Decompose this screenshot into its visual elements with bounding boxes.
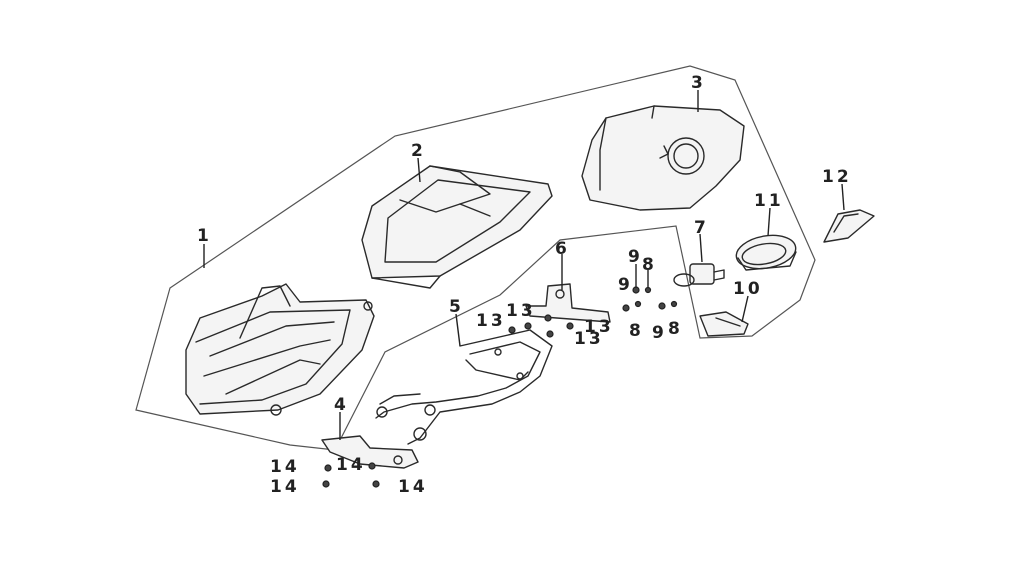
- callout-6: 6: [555, 239, 570, 259]
- callout-labels: 1 2 3 4 5 6 7 8 8 8 9 9 9 10 11 12 13 13…: [197, 73, 852, 497]
- callout-14d: 14: [398, 477, 428, 497]
- part-headlight-cover: [361, 165, 553, 289]
- part-side-reflector: [823, 209, 875, 243]
- callout-14b: 14: [336, 455, 366, 475]
- assembly-boundary: [135, 65, 816, 451]
- callout-14c: 14: [270, 477, 300, 497]
- callout-4: 4: [334, 395, 349, 415]
- part-bulb: [673, 263, 725, 287]
- part-rear-housing: [581, 105, 745, 211]
- callout-1: 1: [197, 226, 212, 246]
- part-small-bracket: [525, 283, 611, 323]
- callout-14a: 14: [270, 457, 300, 477]
- callout-8c: 8: [668, 319, 683, 339]
- callout-10: 10: [733, 279, 763, 299]
- leader-lines: [203, 90, 845, 440]
- callout-8a: 8: [642, 255, 657, 275]
- callout-9c: 9: [652, 323, 667, 343]
- hardware-fasteners: [322, 286, 678, 488]
- part-lower-bracket: [321, 435, 419, 469]
- callout-5: 5: [449, 297, 464, 317]
- part-bracket-frame: [375, 329, 553, 445]
- callout-3: 3: [691, 73, 706, 93]
- callout-9b: 9: [618, 275, 633, 295]
- callout-13a: 13: [476, 311, 506, 331]
- callout-13d: 13: [574, 329, 604, 349]
- callout-8b: 8: [629, 321, 644, 341]
- part-seal-ring: [735, 234, 797, 271]
- callout-9a: 9: [628, 247, 643, 267]
- callout-11: 11: [754, 191, 784, 211]
- part-headlight-lens: [185, 283, 375, 416]
- callout-13b: 13: [506, 301, 536, 321]
- callout-2: 2: [411, 141, 426, 161]
- callout-12: 12: [822, 167, 852, 187]
- callout-13c: 13: [584, 317, 614, 337]
- part-position-lamp: [699, 311, 749, 337]
- callout-7: 7: [694, 218, 709, 238]
